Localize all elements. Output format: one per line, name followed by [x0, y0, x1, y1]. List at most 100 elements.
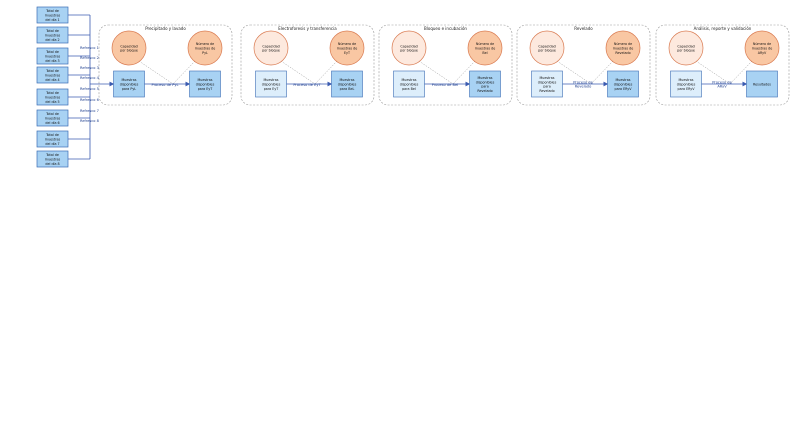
capacity-circle — [668, 30, 704, 66]
refresh-label: Refresco 1 — [80, 46, 99, 50]
stage-title: Análisis, reporte y validación — [694, 26, 752, 31]
stage-group — [240, 24, 375, 106]
day-box-shape — [36, 6, 69, 24]
available-out-shape — [189, 70, 221, 98]
capacity-circle — [111, 30, 147, 66]
stage-group — [655, 24, 790, 106]
stage-group-border — [378, 24, 513, 106]
day-box-shape — [36, 47, 69, 65]
available-in-shape — [393, 70, 425, 98]
refresh-label: Refresco 6 — [80, 98, 100, 102]
capacity-influence-edge — [280, 60, 316, 85]
capacity-circle — [253, 30, 289, 66]
capacity-circle — [529, 30, 565, 66]
stage-group — [516, 24, 651, 106]
available-out-shape — [469, 70, 501, 98]
capacity-influence-edge — [695, 60, 731, 85]
stage-group — [378, 24, 513, 106]
results-box[interactable]: Resultados — [746, 70, 778, 98]
capacity-influence-edge — [418, 60, 454, 85]
stage-group-border — [240, 24, 375, 106]
available-in-shape — [113, 70, 145, 98]
refresh-label: Refresco 4 — [80, 76, 100, 80]
stage-title: Precipitado y lavado — [145, 26, 186, 31]
count-circle — [329, 30, 365, 66]
refresh-label: Refresco 8 — [80, 119, 100, 123]
stage-title: Bloqueo e incubación — [424, 26, 467, 31]
available-out-label: Resultados — [753, 83, 771, 87]
stage-group-border — [516, 24, 651, 106]
stage-title: Electroforesis y transferencia — [278, 26, 337, 31]
day-box-shape — [36, 66, 69, 84]
day-box-shape — [36, 109, 69, 127]
available-in-shape — [531, 70, 563, 98]
refresh-label: Refresco 2 — [80, 56, 99, 60]
available-in-shape — [255, 70, 287, 98]
count-circle — [744, 30, 780, 66]
process-label: Proceso de PyL — [151, 83, 178, 87]
available-out-shape — [607, 70, 639, 98]
day-box-shape — [36, 88, 69, 106]
available-out-shape — [746, 70, 778, 98]
capacity-influence-edge — [138, 60, 174, 85]
capacity-circle — [391, 30, 427, 66]
stage-group — [98, 24, 233, 106]
stage-group-border — [98, 24, 233, 106]
count-circle — [605, 30, 641, 66]
refresh-label: Refresco 3 — [80, 66, 99, 70]
day-box-shape — [36, 150, 69, 168]
stage-group-border — [655, 24, 790, 106]
